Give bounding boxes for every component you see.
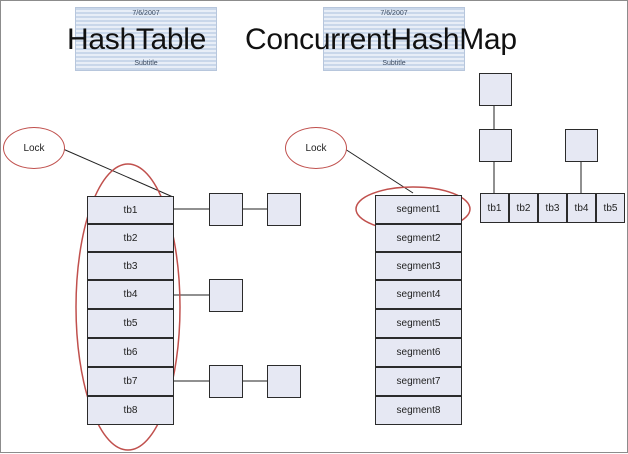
chain-node	[479, 73, 512, 106]
segment: segment6	[375, 338, 462, 367]
bucket-label: tb1	[123, 204, 138, 216]
segment-table-label: tb2	[516, 202, 531, 214]
lock-connector-left	[62, 148, 174, 198]
hashtable-lock: Lock	[3, 127, 65, 169]
bucket-label: tb4	[123, 289, 138, 300]
hashtable-bucket: tb1	[87, 196, 174, 224]
segment-label: segment6	[396, 347, 441, 358]
bucket-label: tb2	[123, 232, 138, 244]
chain-node	[267, 365, 301, 398]
segment-lock: Lock	[285, 127, 347, 169]
lock-connector-right	[344, 148, 414, 194]
hashtable-bucket: tb7	[87, 367, 174, 396]
segment-table-bucket: tb3	[538, 193, 567, 223]
segment: segment8	[375, 396, 462, 425]
segment-label: segment4	[396, 289, 441, 300]
segment-table-label: tb5	[603, 202, 618, 214]
segment-label: segment2	[396, 232, 441, 244]
hashtable-lock-ellipse	[75, 163, 181, 451]
hashtable-bucket: tb5	[87, 309, 174, 338]
segment: segment5	[375, 309, 462, 338]
hashtable-bucket: tb3	[87, 252, 174, 280]
chain-node	[565, 129, 598, 162]
segment: segment1	[375, 195, 462, 224]
concurrent-thumbnail-subtitle: Subtitle	[382, 60, 406, 67]
bucket-label: tb7	[123, 376, 138, 387]
hashtable-lock-label: Lock	[23, 142, 45, 154]
hashtable-thumbnail-subtitle: Subtitle	[134, 60, 158, 67]
hashtable-title-thumbnail: 7/6/2007 Subtitle	[75, 7, 217, 71]
segment-table-label: tb3	[545, 202, 560, 214]
segment-label: segment8	[396, 405, 441, 416]
segment: segment2	[375, 224, 462, 252]
segment: segment7	[375, 367, 462, 396]
segment-label: segment5	[396, 318, 441, 329]
segment-table-bucket: tb2	[509, 193, 538, 223]
bucket-label: tb3	[123, 260, 138, 272]
segment-label: segment3	[396, 260, 441, 272]
chain-node	[267, 193, 301, 226]
hashtable-bucket: tb6	[87, 338, 174, 367]
segment-table-bucket: tb4	[567, 193, 596, 223]
chain-node	[209, 279, 243, 312]
segment-table-bucket: tb5	[596, 193, 625, 223]
concurrent-thumbnail-date: 7/6/2007	[380, 10, 408, 17]
chain-node	[479, 129, 512, 162]
bucket-label: tb8	[123, 405, 138, 416]
concurrent-title-thumbnail: 7/6/2007 Subtitle	[323, 7, 465, 71]
bucket-label: tb5	[123, 318, 138, 329]
segment-table-bucket: tb1	[480, 193, 509, 223]
segment-table-label: tb1	[487, 202, 502, 214]
hashtable-bucket: tb4	[87, 280, 174, 309]
hashtable-bucket: tb8	[87, 396, 174, 425]
concurrent-title: ConcurrentHashMap	[245, 23, 517, 56]
hashtable-title: HashTable	[67, 23, 207, 56]
chain-node	[209, 193, 243, 226]
bucket-label: tb6	[123, 347, 138, 358]
hashtable-bucket: tb2	[87, 224, 174, 252]
hashtable-thumbnail-date: 7/6/2007	[132, 10, 160, 17]
segment-table-label: tb4	[574, 202, 589, 214]
segment: segment3	[375, 252, 462, 280]
segment-label: segment1	[396, 204, 441, 215]
segment-label: segment7	[396, 376, 441, 387]
segment-lock-label: Lock	[305, 142, 327, 154]
segment: segment4	[375, 280, 462, 309]
chain-node	[209, 365, 243, 398]
